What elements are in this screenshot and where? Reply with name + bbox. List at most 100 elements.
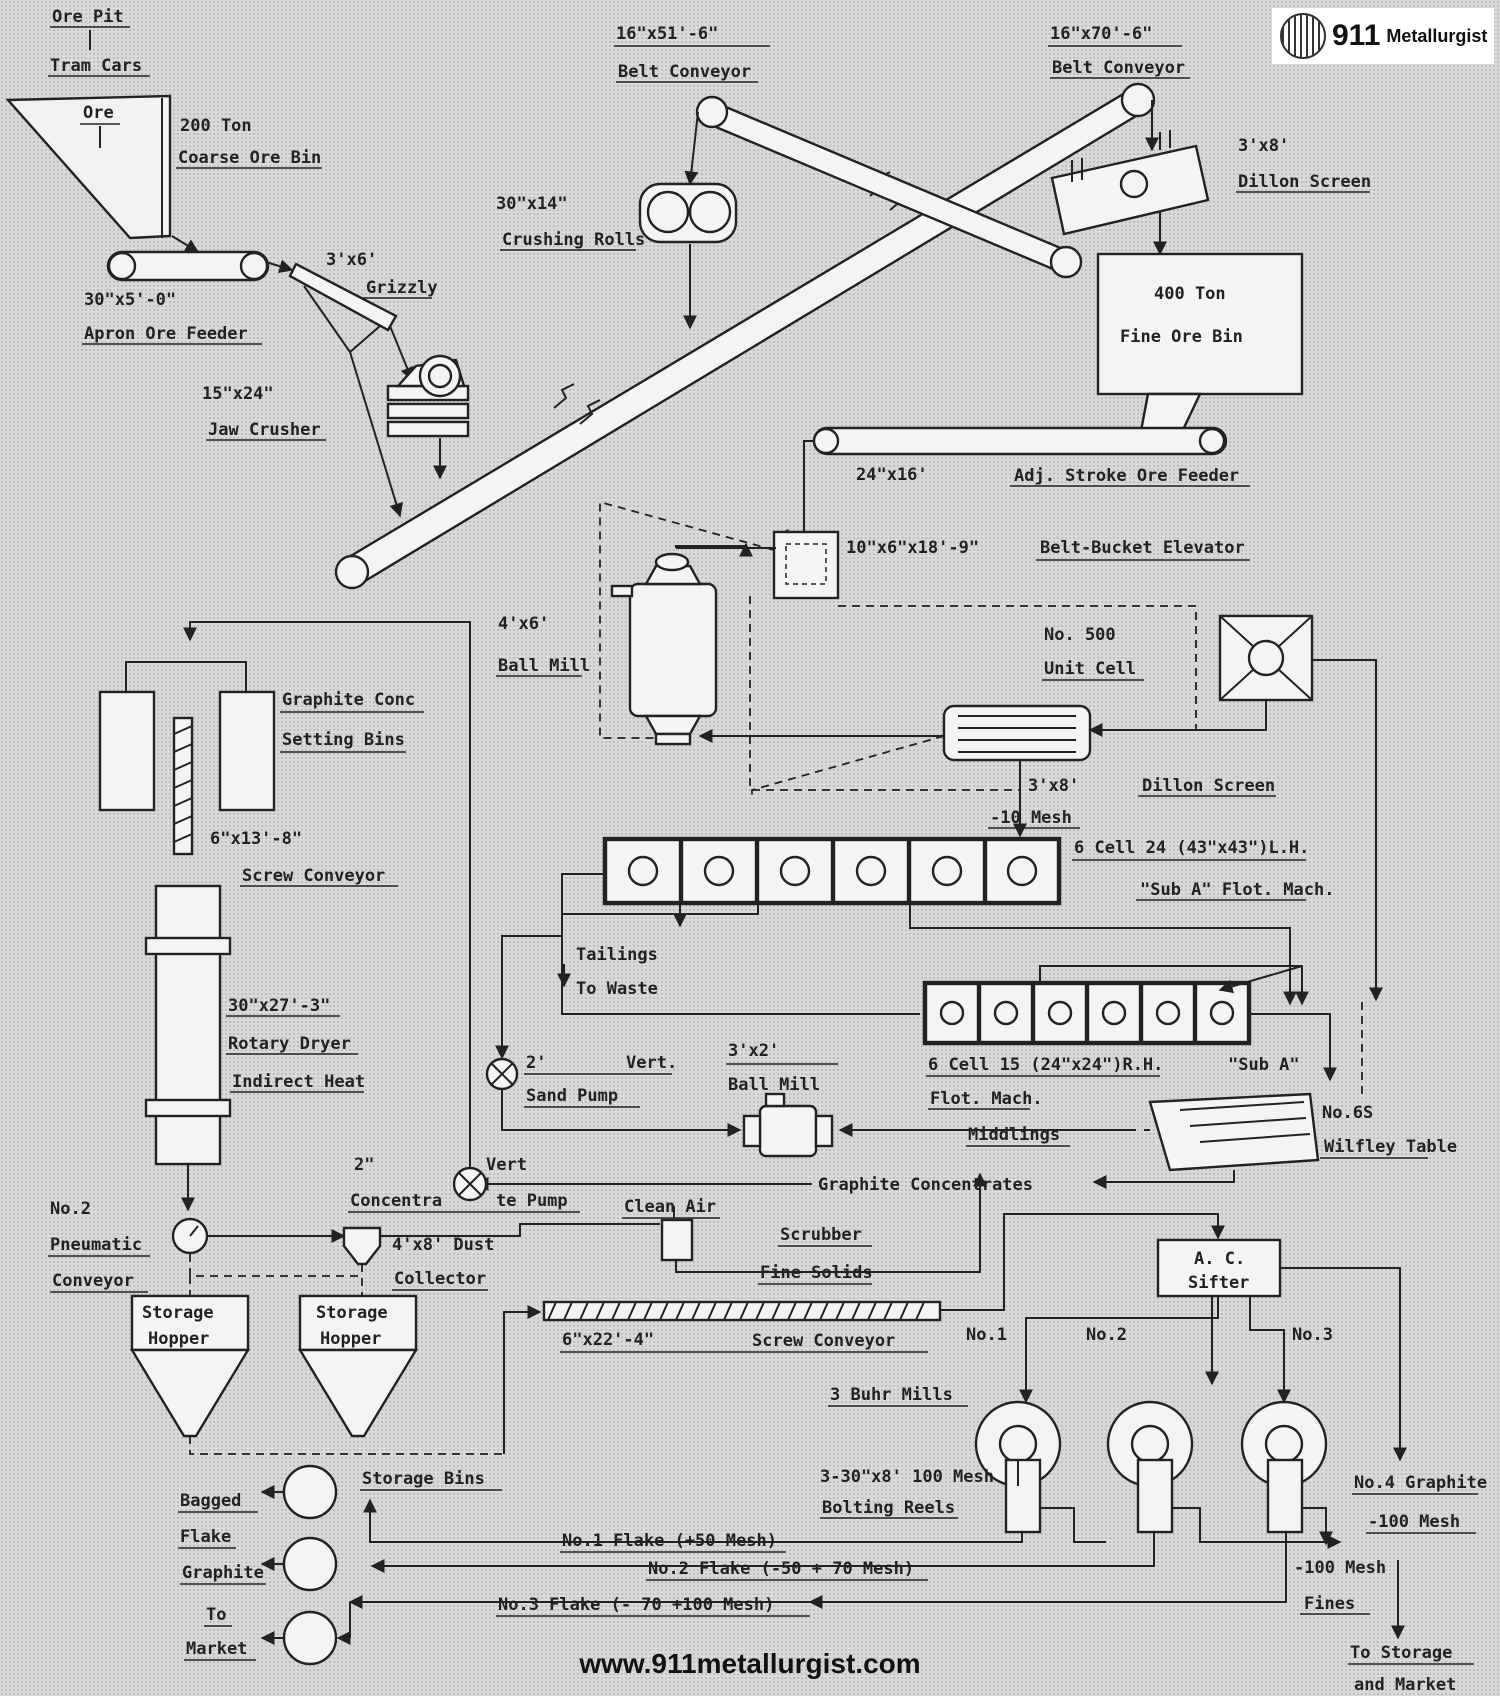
apron-ore-feeder: 30"x5'-0" Apron Ore Feeder	[82, 235, 270, 345]
jaw-crusher: 15"x24" Jaw Crusher	[202, 351, 470, 518]
ore-pit-label: Ore Pit	[52, 7, 124, 27]
grizzly-size: 3'x6'	[326, 250, 377, 270]
sand-pump-name: Sand Pump	[526, 1086, 618, 1106]
graphite-label: Graphite	[182, 1563, 264, 1583]
unit-cell: No. 500 Unit Cell	[838, 605, 1383, 1002]
apron-size: 30"x5'-0"	[84, 290, 176, 310]
small-mill-name: Ball Mill	[728, 1075, 820, 1095]
graphite-concentrates-label: Graphite Concentrates	[818, 1175, 1033, 1195]
grizzly-name: Grizzly	[366, 278, 438, 298]
flake3-label: No.3 Flake (- 70 +100 Mesh)	[498, 1595, 774, 1615]
belt-bucket-elevator: 10"x6"x18'-9" Belt-Bucket Elevator	[772, 530, 1250, 600]
coarse-bin-name: Coarse Ore Bin	[178, 148, 321, 168]
sand-pump: 2' Vert. Sand Pump	[485, 935, 742, 1137]
belt-conveyor-16x70	[334, 82, 1156, 590]
screw1-size: 6"x13'-8"	[210, 829, 302, 849]
flake-label: Flake	[180, 1527, 231, 1547]
dillon-screen-1: 16"x70'-6" Belt Conveyor 3'x8' Dillon Sc…	[1048, 24, 1371, 256]
dryer-size: 30"x27'-3"	[228, 996, 330, 1016]
dillon2-name: Dillon Screen	[1142, 776, 1275, 796]
small-mill-size: 3'x2'	[728, 1041, 779, 1061]
logo-name: Metallurgist	[1386, 25, 1488, 46]
belt1-size: 16"x51'-6"	[616, 24, 718, 44]
storage-hoppers: Storage Hopper Storage Hopper	[129, 1294, 542, 1455]
settling-label-2: Setting Bins	[282, 730, 405, 750]
mill-no1: No.1	[966, 1325, 1007, 1345]
fine-bin-name: Fine Ore Bin	[1120, 327, 1243, 347]
adj-feeder-name: Adj. Stroke Ore Feeder	[1014, 466, 1239, 486]
conc-pump-b: te Pump	[496, 1191, 568, 1211]
sand-pump-vert: Vert.	[626, 1053, 677, 1073]
sand-pump-size: 2'	[526, 1053, 546, 1073]
website-url[interactable]: www.911metallurgist.com	[579, 1648, 921, 1679]
no4-graphite: No.4 Graphite	[1354, 1473, 1487, 1493]
market-label: Market	[186, 1639, 247, 1659]
pneumatic-2: Pneumatic	[50, 1235, 142, 1255]
flot2-suba: "Sub A"	[1228, 1055, 1300, 1075]
ore-label: Ore	[83, 103, 114, 123]
grizzly: 3'x6' Grizzly	[265, 250, 438, 382]
rotary-dryer: 30"x27'-3" Rotary Dryer Indirect Heat	[144, 884, 365, 1212]
coarse-ore-bin: Ore 200 Ton Coarse Ore Bin	[5, 94, 322, 240]
bolting-2: Bolting Reels	[822, 1498, 955, 1518]
minus100-a: -100 Mesh	[1368, 1512, 1460, 1532]
ball-mill-4x6: 4'x6' Ball Mill	[496, 500, 944, 746]
middlings-label: Middlings	[968, 1125, 1060, 1145]
dryer-heat: Indirect Heat	[232, 1072, 365, 1092]
to-storage: To Storage	[1350, 1643, 1452, 1663]
flot2-spec: 6 Cell 15 (24"x24")R.H.	[928, 1055, 1163, 1075]
dillon2-size: 3'x8'	[1028, 776, 1079, 796]
wilfley-no: No.6S	[1322, 1103, 1373, 1123]
market-outputs: No.4 Graphite -100 Mesh -100 Mesh Fines …	[1294, 1473, 1487, 1665]
dust-2: Collector	[394, 1269, 486, 1289]
tailings-label-group: Tailings To Waste	[557, 945, 658, 999]
minus100-b: -100 Mesh	[1294, 1558, 1386, 1578]
belt2-size: 16"x70'-6"	[1050, 24, 1152, 44]
jaw-size: 15"x24"	[202, 384, 274, 404]
minus-10-mesh: -10 Mesh	[990, 808, 1072, 828]
buhr-mills: No.1 No.2 No.3 3 Buhr Mills	[828, 1325, 1333, 1488]
storage-bins: Storage Bins Bagged Flake Graphite To Ma…	[178, 1464, 928, 1666]
concentrate-pump: 2" Vert Concentra te Pump	[183, 621, 580, 1213]
adj-feeder-size: 24"x16'	[856, 465, 928, 485]
apron-name: Apron Ore Feeder	[84, 324, 248, 344]
unit-cell-no: No. 500	[1044, 625, 1116, 645]
belt-conveyor-16x51: 16"x51'-6" Belt Conveyor	[614, 24, 1083, 279]
screw-conveyor-6x13: 6"x13'-8" Screw Conveyor	[172, 716, 398, 887]
jaw-name: Jaw Crusher	[208, 420, 321, 440]
fines-label: Fines	[1304, 1594, 1355, 1614]
bagged-label: Bagged	[180, 1491, 241, 1511]
to-label: To	[206, 1605, 226, 1625]
unit-cell-name: Unit Cell	[1044, 659, 1136, 679]
storage-bins-label: Storage Bins	[362, 1469, 485, 1489]
dust-1: 4'x8' Dust	[392, 1235, 494, 1255]
elevator-name: Belt-Bucket Elevator	[1040, 538, 1245, 558]
belt1-name: Belt Conveyor	[618, 62, 751, 82]
flot1-cells	[604, 838, 1060, 904]
bolting-reels: 3-30"x8' 100 Mesh Bolting Reels	[348, 1458, 1342, 1609]
and-market: and Market	[1354, 1675, 1456, 1695]
flot1-name: "Sub A" Flot. Mach.	[1140, 880, 1334, 900]
hopper1-label-a: Storage	[142, 1303, 214, 1323]
tram-cars-label: Tram Cars	[50, 56, 142, 76]
flot2-cells	[924, 982, 1250, 1044]
sifter-b: Sifter	[1188, 1273, 1249, 1293]
fine-solids-label: Fine Solids	[760, 1263, 873, 1283]
rolls-name: Crushing Rolls	[502, 230, 645, 250]
ball-mill-3x2: 3'x2' Ball Mill	[726, 1041, 838, 1158]
dust-collector: 4'x8' Dust Collector	[342, 1223, 660, 1296]
ac-sifter: A. C. Sifter	[1019, 1238, 1407, 1462]
sifter-a: A. C.	[1194, 1249, 1245, 1269]
rolls-size: 30"x14"	[496, 194, 568, 214]
globe-logo-icon	[1280, 13, 1326, 59]
conc-pump-a: Concentra	[350, 1191, 442, 1211]
brand-logo: 911 Metallurgist	[1272, 8, 1494, 64]
to-waste-label: To Waste	[576, 979, 658, 999]
flotation-machine-6cell-15: 6 Cell 15 (24"x24")R.H. "Sub A" Flot. Ma…	[922, 965, 1337, 1110]
mill-no3: No.3	[1292, 1325, 1333, 1345]
hopper2-label-b: Hopper	[320, 1329, 381, 1349]
logo-number: 911	[1332, 19, 1381, 52]
wilfley-table: No.6S Wilfley Table Middlings	[838, 1000, 1457, 1189]
